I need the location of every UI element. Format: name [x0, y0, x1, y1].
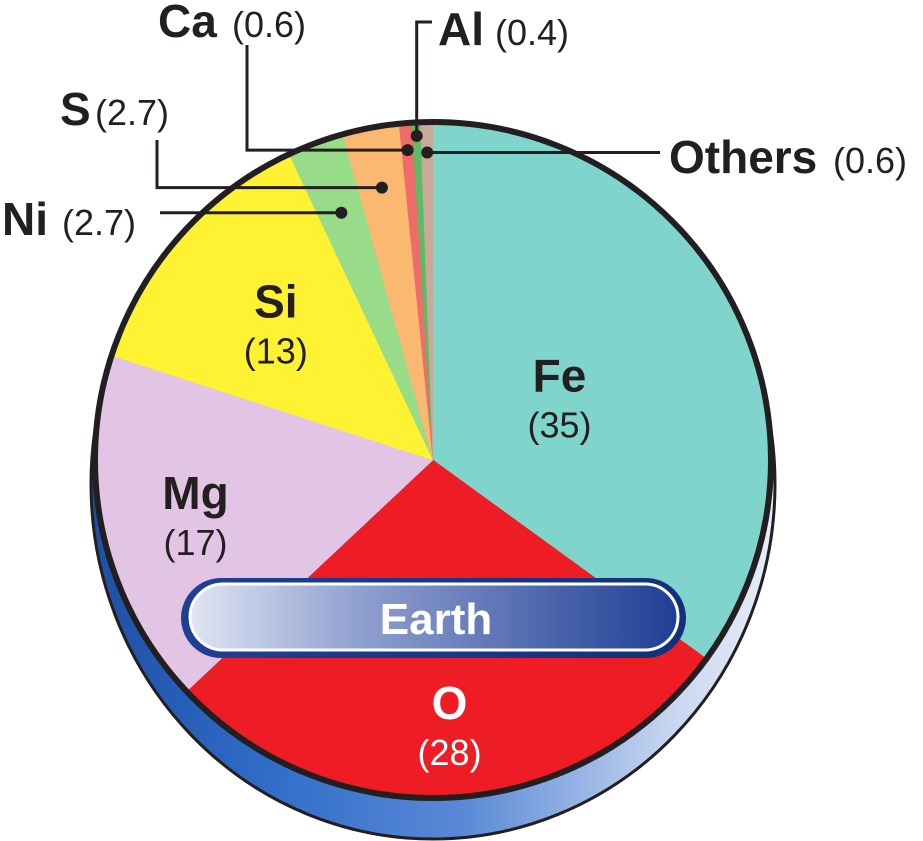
- slice-labels: Fe(35)O(28)Mg(17)Si(13)Ni(2.7)S(2.7)Ca(0…: [2, 0, 907, 773]
- slice-value-others: (0.6): [833, 140, 907, 181]
- slice-label-mg: Mg: [162, 467, 228, 519]
- slice-label-ni: Ni: [2, 193, 48, 245]
- pie-outline: [92, 119, 774, 801]
- slice-label-o: O: [432, 677, 468, 729]
- slice-value-ni: (2.7): [62, 202, 136, 243]
- leader-dot-others: [421, 146, 434, 159]
- slice-label-al: Al: [438, 3, 484, 55]
- leader-line-al: [415, 20, 432, 136]
- leader-dot-ni: [335, 206, 348, 219]
- slice-value-ca: (0.6): [232, 4, 306, 45]
- leader-dot-ca: [401, 144, 414, 157]
- slice-label-fe: Fe: [533, 350, 587, 402]
- slice-value-al: (0.4): [495, 12, 569, 53]
- slice-label-si: Si: [254, 275, 297, 327]
- slice-label-others: Others: [669, 131, 817, 183]
- slice-value-s: (2.7): [95, 92, 169, 133]
- slice-value-mg: (17): [163, 522, 227, 563]
- earth-banner: Earth: [181, 578, 686, 658]
- slice-value-o: (28): [418, 732, 482, 773]
- chart-title: Earth: [380, 595, 492, 644]
- slice-value-fe: (35): [527, 405, 591, 446]
- slice-label-s: S: [60, 83, 91, 135]
- leader-lines: [155, 20, 660, 219]
- leader-dot-s: [375, 181, 388, 194]
- slice-value-si: (13): [244, 330, 308, 371]
- leader-line-s: [155, 140, 382, 190]
- leader-dot-al: [410, 129, 423, 142]
- leader-line-ca: [245, 45, 408, 152]
- slice-label-ca: Ca: [158, 0, 217, 47]
